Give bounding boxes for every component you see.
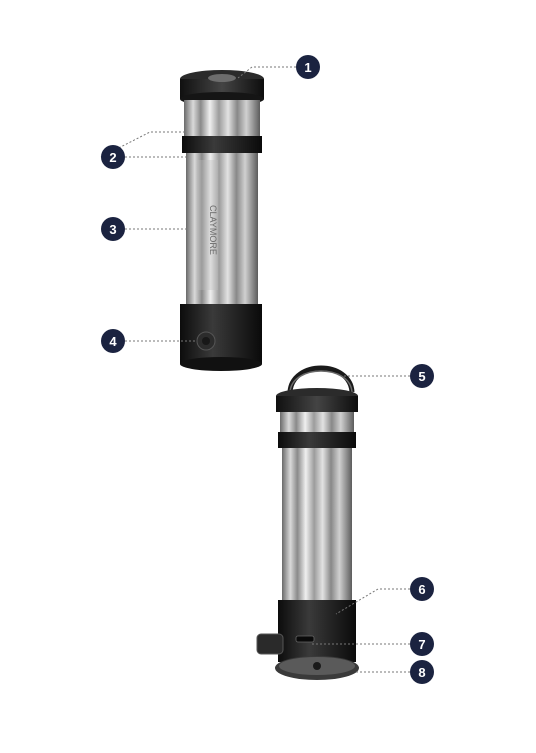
lantern-a-side-knob-center <box>202 337 210 345</box>
lantern-b-ring <box>278 432 356 448</box>
lantern-b-top-cap <box>276 396 358 412</box>
callout-1: 1 <box>296 55 320 79</box>
lantern-b <box>256 365 359 680</box>
lantern-a-brand-text: CLAYMORE <box>208 205 218 255</box>
callout-7: 7 <box>410 632 434 656</box>
callout-4: 4 <box>101 329 125 353</box>
lantern-a-base-bottom <box>180 357 262 371</box>
callout-5: 5 <box>410 364 434 388</box>
lantern-b-handle-highlight <box>289 370 353 393</box>
lantern-a-glass-highlight <box>198 160 218 290</box>
lantern-b-main-glass <box>282 448 352 600</box>
lantern-a-top-button <box>208 74 236 82</box>
lantern-a-main-glass <box>186 153 258 304</box>
lantern-a-upper-glass <box>184 100 260 136</box>
lantern-b-base <box>278 600 356 662</box>
lantern-b-usb-hook <box>256 633 284 655</box>
leader-line-6 <box>335 588 410 615</box>
lantern-a: CLAYMORE <box>180 70 264 371</box>
callout-3: 3 <box>101 217 125 241</box>
lantern-b-tripod-mount <box>313 662 321 670</box>
lantern-a-ring <box>182 136 262 153</box>
leader-lines <box>100 66 410 673</box>
callout-6: 6 <box>410 577 434 601</box>
leader-line-1 <box>237 66 296 79</box>
callout-8: 8 <box>410 660 434 684</box>
lantern-a-base <box>180 304 262 364</box>
callout-2: 2 <box>101 145 125 169</box>
lantern-b-upper-glass <box>280 412 354 432</box>
lantern-b-usb-port <box>295 635 315 643</box>
